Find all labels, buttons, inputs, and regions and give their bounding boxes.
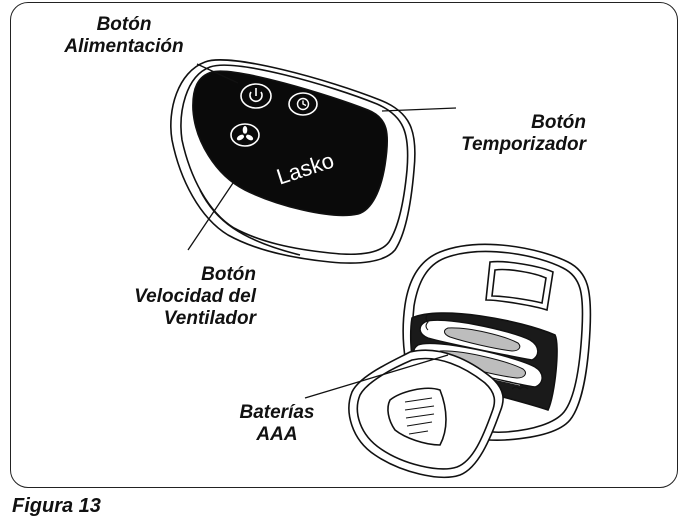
- leader-speed: [187, 182, 234, 251]
- battery-door: [348, 349, 504, 479]
- battery-1: [419, 319, 539, 361]
- figure-frame: [10, 2, 678, 488]
- fan-speed-button[interactable]: [230, 123, 260, 147]
- fan-speed-icon: [236, 126, 254, 141]
- label-power-button: Botón Alimentación: [64, 14, 184, 57]
- power-icon: [249, 88, 263, 103]
- remote-control: [170, 59, 416, 264]
- control-panel: [192, 70, 389, 217]
- timer-button[interactable]: [288, 92, 318, 116]
- figure-caption: Figura 13: [12, 495, 101, 517]
- label-fan-speed-button: Botón Velocidad del Ventilador: [134, 264, 256, 329]
- label-batteries: Baterías AAA: [239, 402, 315, 445]
- timer-icon: [296, 97, 310, 111]
- leader-lines: [187, 63, 457, 399]
- leader-power: [196, 63, 239, 84]
- leader-timer: [381, 107, 457, 112]
- label-timer-button: Botón Temporizador: [461, 112, 586, 155]
- grip-icon: [404, 397, 435, 435]
- power-button[interactable]: [240, 83, 272, 109]
- leader-batteries: [304, 354, 449, 399]
